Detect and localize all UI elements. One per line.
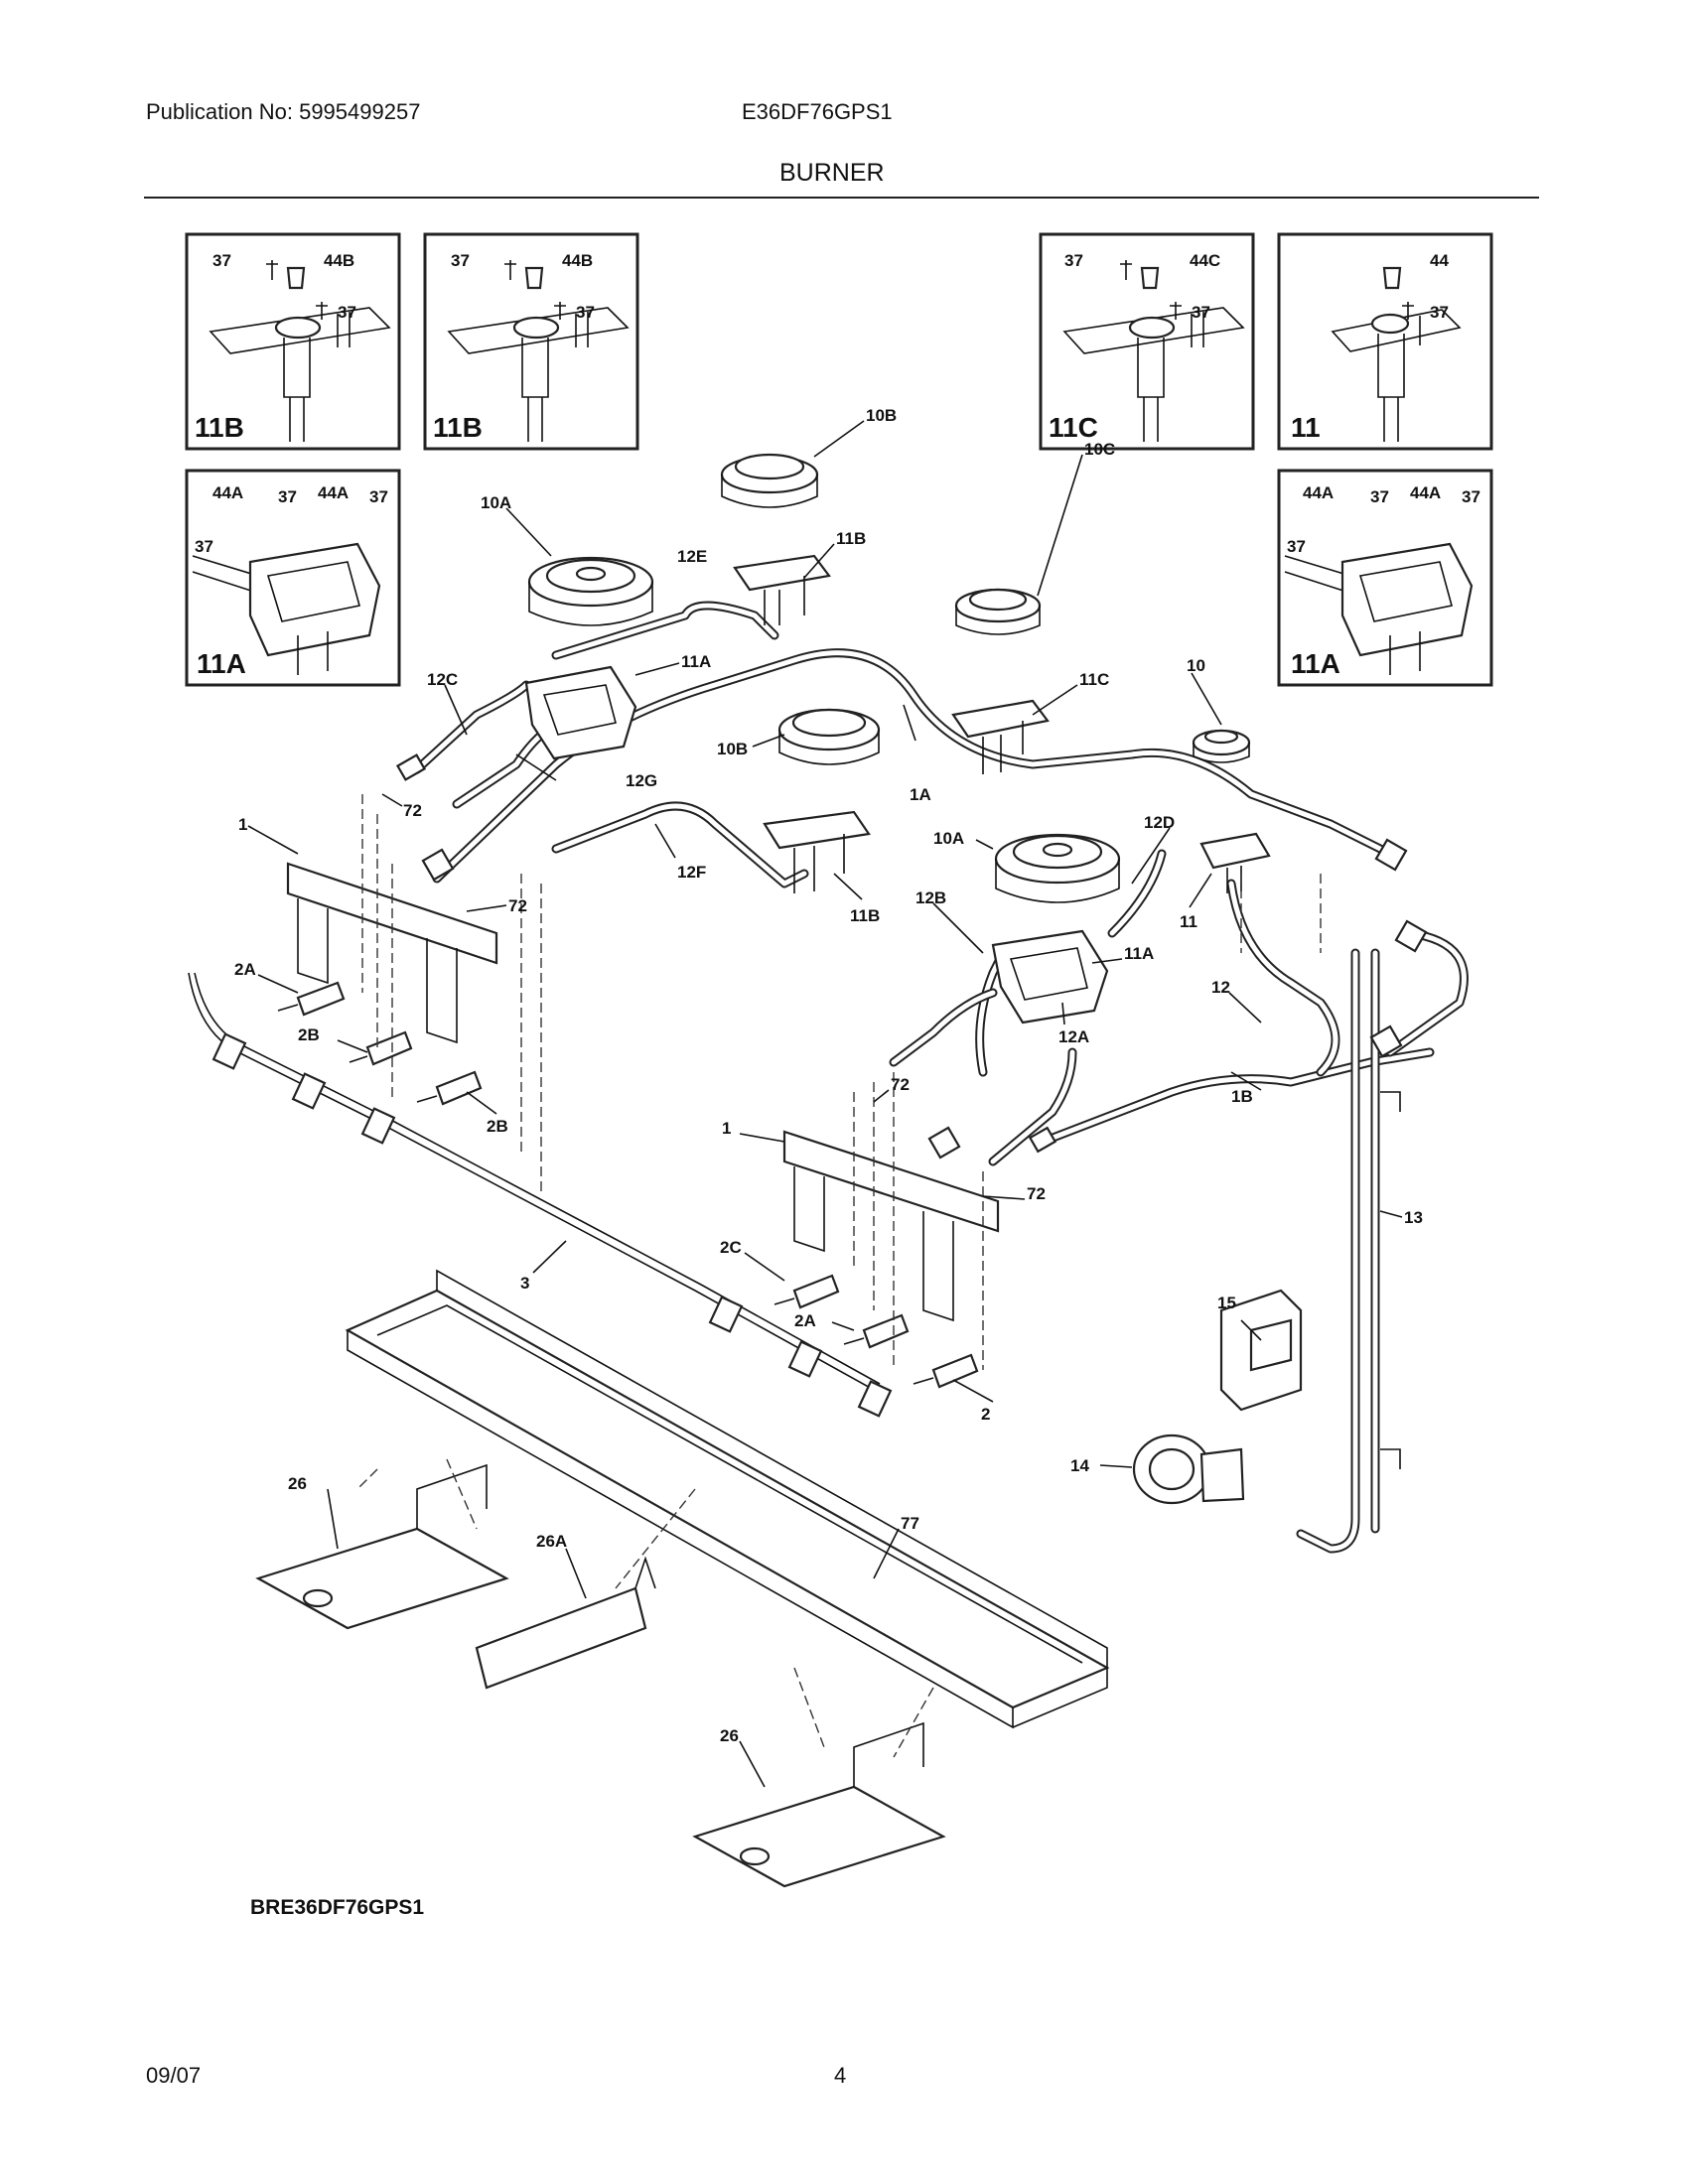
inset-callout: 37 xyxy=(1430,303,1449,322)
diagram-reference: BRE36DF76GPS1 xyxy=(250,1896,425,1919)
heat-shield-26-bottom xyxy=(692,1721,946,1888)
callout-2: 2 xyxy=(981,1405,990,1424)
regulator-assembly xyxy=(1132,1091,1401,1505)
callout-10B: 10B xyxy=(717,740,748,758)
inset-callout: 37 xyxy=(1462,487,1480,506)
inset-label: 11A xyxy=(197,648,246,679)
callout-72: 72 xyxy=(1027,1184,1046,1203)
callout-11A: 11A xyxy=(1124,944,1154,963)
inset-callout: 37 xyxy=(576,303,595,322)
callout-12: 12 xyxy=(1211,978,1230,997)
callout-13: 13 xyxy=(1404,1208,1423,1227)
callout-2B: 2B xyxy=(487,1117,508,1136)
callout-1B: 1B xyxy=(1231,1087,1253,1106)
burner-heads xyxy=(527,453,1251,903)
inset-callout: 44A xyxy=(318,483,349,502)
callout-77: 77 xyxy=(901,1514,919,1533)
inset-callout: 37 xyxy=(338,303,356,322)
callout-12D: 12D xyxy=(1144,813,1175,832)
heat-shield-26-left xyxy=(255,1463,509,1630)
gas-pipes xyxy=(395,601,1469,1554)
callout-10B: 10B xyxy=(866,406,897,425)
inset-top-2: 37 44B 37 11B xyxy=(423,232,639,451)
callout-1A: 1A xyxy=(910,785,931,804)
inset-mid-left: 44A 37 44A 37 37 11A xyxy=(185,469,401,687)
section-title: BURNER xyxy=(779,159,885,187)
inset-label: 11B xyxy=(195,412,244,443)
callout-12G: 12G xyxy=(626,771,657,790)
valve-assemblies xyxy=(277,862,1000,1389)
callout-10: 10 xyxy=(1187,656,1205,675)
callout-12B: 12B xyxy=(915,888,946,907)
inset-callout: 37 xyxy=(1064,251,1083,270)
heat-shield-26A xyxy=(475,1556,656,1690)
callout-10C: 10C xyxy=(1084,440,1115,459)
callout-3: 3 xyxy=(520,1274,529,1293)
model-number: E36DF76GPS1 xyxy=(742,99,893,124)
leader-lines xyxy=(247,420,1403,1788)
callout-11: 11 xyxy=(1180,912,1197,931)
callout-1: 1 xyxy=(722,1119,731,1138)
callout-10A: 10A xyxy=(481,493,511,512)
burner-tray xyxy=(345,1269,1110,1729)
callout-2A: 2A xyxy=(794,1311,816,1330)
callout-26: 26 xyxy=(288,1474,307,1493)
callout-1: 1 xyxy=(238,815,247,834)
callout-11C: 11C xyxy=(1079,670,1109,689)
inset-top-4: 44 37 11 xyxy=(1277,232,1493,451)
callout-10A: 10A xyxy=(933,829,964,848)
callout-2C: 2C xyxy=(720,1238,742,1257)
publication-number: Publication No: 5995499257 xyxy=(146,99,421,124)
inset-callout: 37 xyxy=(1287,537,1306,556)
callout-11B: 11B xyxy=(836,529,866,548)
inset-callout: 44 xyxy=(1430,251,1449,270)
inset-callout: 44A xyxy=(212,483,243,502)
inset-callout: 44B xyxy=(562,251,593,270)
wire-harness xyxy=(188,972,893,1418)
inset-callout: 37 xyxy=(1192,303,1210,322)
inset-label: 11 xyxy=(1291,412,1321,443)
callout-11A: 11A xyxy=(681,652,711,671)
callout-26: 26 xyxy=(720,1726,739,1745)
inset-callout: 44A xyxy=(1410,483,1441,502)
callout-26A: 26A xyxy=(536,1532,567,1551)
inset-label: 11A xyxy=(1291,648,1340,679)
inset-top-1: 37 44B 37 11B xyxy=(185,232,401,451)
alignment-lines xyxy=(356,794,1322,1758)
callout-14: 14 xyxy=(1070,1456,1089,1475)
callout-15: 15 xyxy=(1217,1294,1236,1312)
inset-callout: 37 xyxy=(369,487,388,506)
inset-mid-right: 44A 37 44A 37 37 11A xyxy=(1277,469,1493,687)
inset-callout: 37 xyxy=(212,251,231,270)
callout-12F: 12F xyxy=(677,863,706,882)
inset-callout: 44C xyxy=(1190,251,1220,270)
inset-callout: 37 xyxy=(278,487,297,506)
callout-72: 72 xyxy=(891,1075,910,1094)
callout-12C: 12C xyxy=(427,670,458,689)
publication-date: 09/07 xyxy=(146,2063,202,2088)
page-number: 4 xyxy=(834,2063,847,2088)
callout-11B: 11B xyxy=(850,906,880,925)
header-rule xyxy=(144,197,1539,199)
inset-callout: 44B xyxy=(324,251,354,270)
inset-callout: 37 xyxy=(195,537,213,556)
inset-label: 11C xyxy=(1049,412,1098,443)
inset-callout: 37 xyxy=(1370,487,1389,506)
inset-top-3: 37 44C 37 11C xyxy=(1039,232,1255,451)
inset-callout: 44A xyxy=(1303,483,1334,502)
inset-label: 11B xyxy=(433,412,483,443)
burner-bases xyxy=(524,554,1271,1024)
callout-72: 72 xyxy=(403,801,422,820)
callout-2A: 2A xyxy=(234,960,256,979)
callout-labels: 10B 10A 12E 11B 10C 11A 12C 11C 10 12G 1… xyxy=(234,406,1423,1745)
callout-12E: 12E xyxy=(677,547,707,566)
callout-2B: 2B xyxy=(298,1025,320,1044)
inset-callout: 37 xyxy=(451,251,470,270)
callout-72: 72 xyxy=(508,896,527,915)
callout-12A: 12A xyxy=(1058,1027,1089,1046)
